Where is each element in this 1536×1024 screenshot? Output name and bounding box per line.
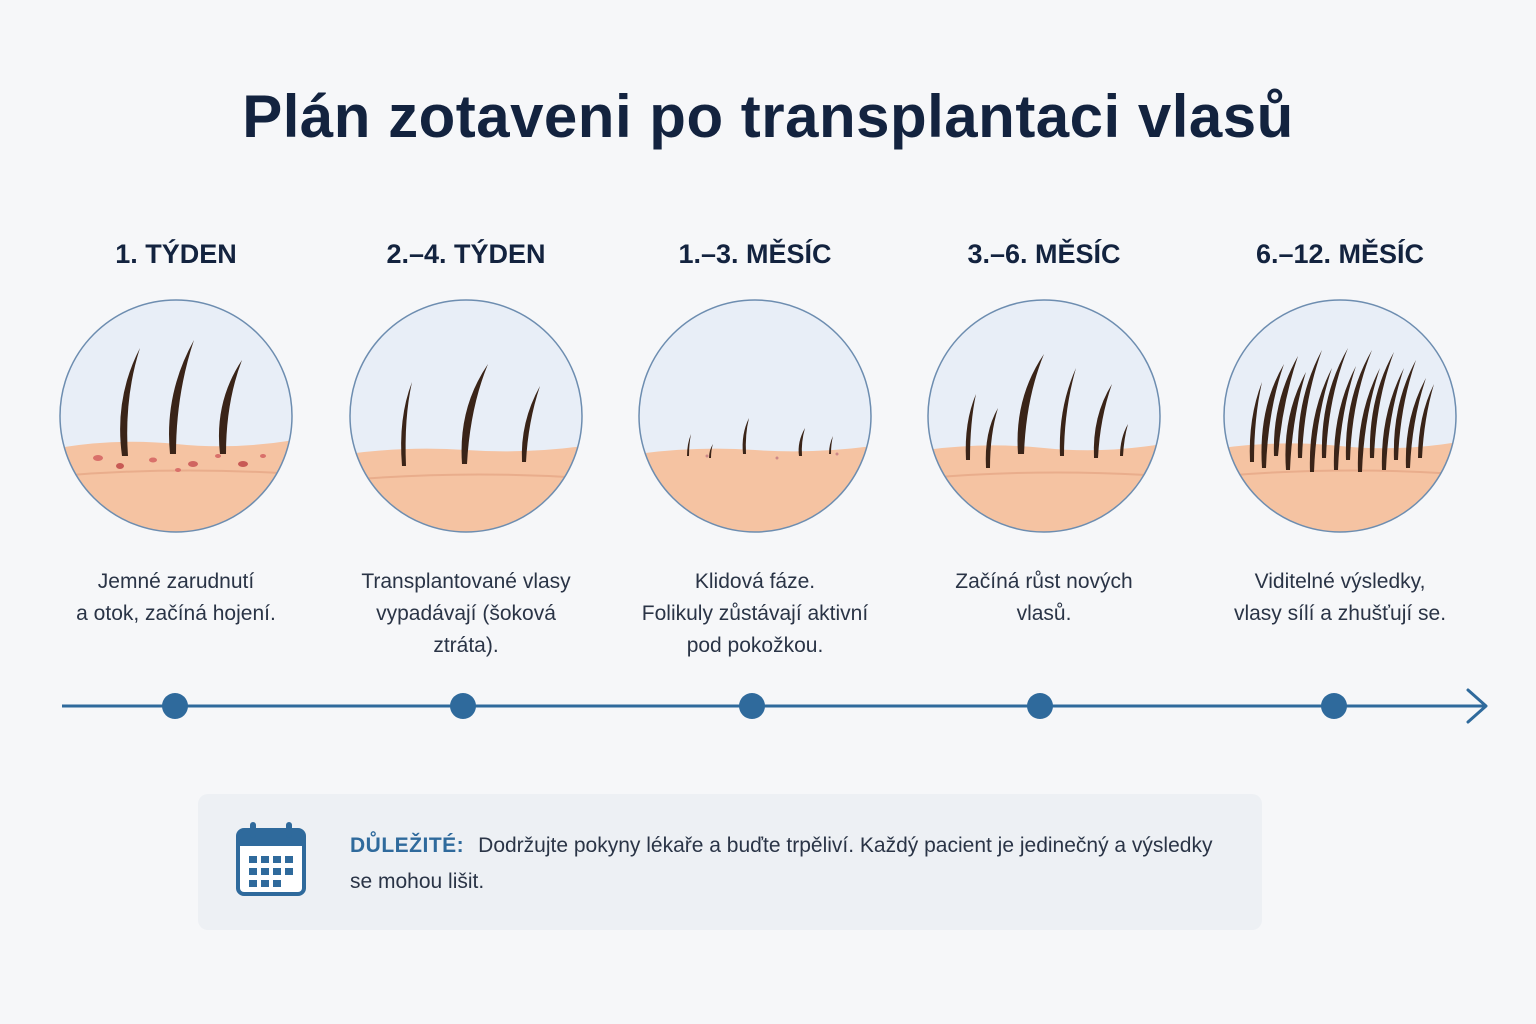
timeline-dot [1321,693,1347,719]
important-note-text: DŮLEŽITÉ:Dodržujte pokyny lékaře a buďte… [350,828,1230,900]
scalp-illustration-month-3-6 [926,298,1162,534]
stage-description: Transplantované vlasy vypadávají (šoková… [361,570,571,657]
stage-description: Klidová fáze. Folikuly zůstávají aktivní… [641,570,869,657]
timeline-dot [450,693,476,719]
stage-title: 2.–4. TÝDEN [386,239,546,269]
page-title: Plán zotaveni po transplantaci vlasů [242,83,1294,150]
important-note-box: DŮLEŽITÉ:Dodržujte pokyny lékaře a buďte… [198,794,1262,930]
stage-title: 6.–12. MĚSÍC [1255,239,1425,269]
timeline-dot [162,693,188,719]
stage-month-6-12: 6.–12. MĚSÍC [1190,232,1490,630]
stage-description: Začíná růst nových vlasů. [955,570,1133,625]
stage-description: Viditelné výsledky, vlasy sílí a zhušťuj… [1233,570,1447,625]
scalp-illustration-month-1-3 [637,298,873,534]
timeline-arrow-icon [1466,688,1488,724]
important-label: DŮLEŽITÉ: [350,834,465,857]
scalp-illustration-month-6-12 [1222,298,1458,534]
timeline [0,680,1536,732]
scalp-illustration-week-1 [58,298,294,534]
timeline-dot [1027,693,1053,719]
stage-title: 3.–6. MĚSÍC [967,239,1121,269]
timeline-dot [739,693,765,719]
scalp-illustration-week-2-4 [348,298,584,534]
stage-title: 1.–3. MĚSÍC [678,239,832,269]
stage-week-2-4: 2.–4. TÝDEN Transplantované vlasy vypadá… [316,232,616,662]
stage-description: Jemné zarudnutí a otok, začíná hojení. [76,570,276,625]
calendar-icon [234,820,308,898]
important-message: Dodržujte pokyny lékaře a buďte trpěliví… [350,834,1213,893]
stage-title: 1. TÝDEN [115,239,237,269]
stage-month-1-3: 1.–3. MĚSÍC Klidová fáze. Folikuly zůstá… [605,232,905,662]
stage-week-1: 1. TÝDEN Jemné zarudnutí a o [26,232,326,630]
stage-month-3-6: 3.–6. MĚSÍC Začíná růst nových vlasů. [894,232,1194,630]
